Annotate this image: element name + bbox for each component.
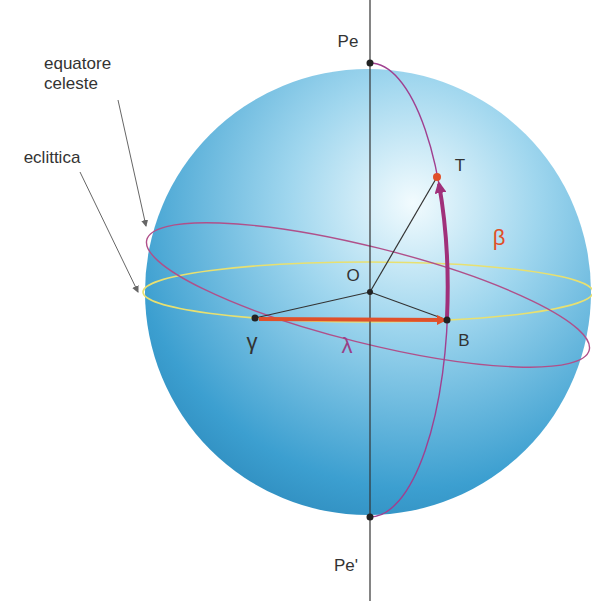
point-label: γ	[247, 329, 258, 354]
foot-dot	[444, 317, 451, 324]
point-label: T	[455, 156, 465, 176]
leader-line	[118, 100, 146, 226]
pole-label: Pe	[338, 32, 359, 52]
vernal-point-dot	[252, 315, 259, 322]
point-label: B	[458, 331, 469, 351]
star-dot	[433, 173, 441, 181]
angle-label: β	[493, 225, 506, 250]
pole-dot	[367, 514, 374, 521]
longitude-arrow	[259, 319, 445, 320]
radius-line	[370, 177, 437, 292]
center-dot	[367, 289, 373, 295]
center-label: O	[346, 266, 359, 286]
pole-dot	[367, 60, 374, 67]
leader-line	[80, 172, 138, 292]
radius-line	[255, 292, 370, 318]
angle-label: λ	[342, 333, 353, 358]
pole-label: Pe'	[334, 556, 358, 576]
sphere	[145, 69, 591, 515]
meridian	[370, 63, 448, 517]
equator-circle	[135, 193, 592, 396]
axis	[369, 0, 370, 601]
circle-label: eclittica	[24, 148, 81, 168]
latitude-arrow	[439, 184, 448, 318]
radius-line	[370, 292, 447, 320]
circle-label: equatore celeste	[44, 54, 140, 93]
